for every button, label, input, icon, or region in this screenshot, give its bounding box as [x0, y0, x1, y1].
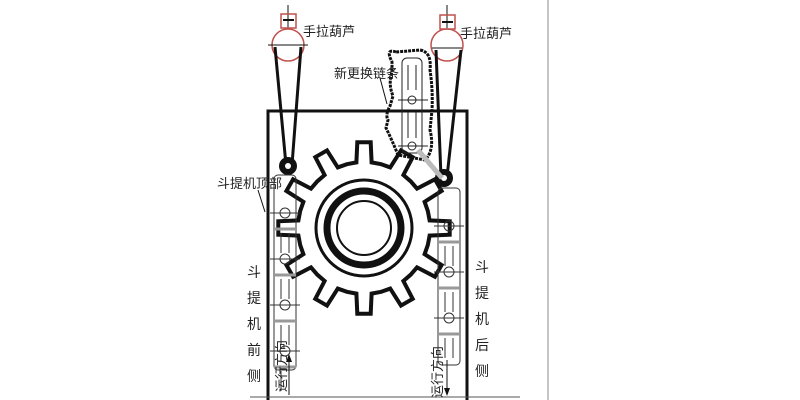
arrow-up-icon — [286, 354, 292, 395]
new-chain-link — [398, 57, 444, 180]
svg-text:侧: 侧 — [247, 369, 261, 385]
new-chain-label: 新更换链条 — [334, 66, 399, 82]
svg-text:提: 提 — [247, 291, 261, 307]
svg-text:斗: 斗 — [475, 260, 489, 276]
head-sprocket — [276, 140, 452, 316]
rear-side-label: 斗 提 机 后 侧 — [475, 260, 489, 380]
svg-text:斗: 斗 — [247, 265, 261, 281]
hoist-chain-right — [434, 49, 463, 178]
arrow-down-icon — [444, 360, 450, 396]
svg-text:后: 后 — [475, 338, 489, 354]
svg-text:机: 机 — [475, 312, 489, 328]
sprocket-hub-mid — [323, 187, 405, 269]
svg-text:前: 前 — [247, 342, 261, 359]
svg-text:机: 机 — [247, 317, 261, 333]
svg-text:提: 提 — [475, 286, 489, 302]
front-side-label: 斗 提 机 前 侧 — [247, 265, 261, 385]
sprocket-hub-outer — [314, 178, 414, 278]
sprocket-hub-inner — [336, 200, 392, 256]
hoist-left-label: 手拉葫芦 — [303, 25, 355, 40]
top-leader — [257, 189, 266, 213]
elevator-housing — [266, 109, 469, 400]
bucket-chain-left — [270, 174, 300, 391]
bucket-chain-right — [434, 187, 464, 366]
elevator-top-label: 斗提机顶部 — [217, 176, 282, 192]
hoist-chain-left — [273, 46, 303, 166]
new-chain-outline — [384, 48, 434, 162]
svg-text:侧: 侧 — [475, 364, 489, 380]
new-chain-leader — [379, 77, 388, 105]
hoist-right-label: 手拉葫芦 — [460, 27, 512, 42]
hoist-right — [430, 5, 464, 62]
direction-right-label: 运行方向 — [430, 346, 446, 398]
direction-left-label: 运行方向 — [274, 340, 290, 392]
hoist-left — [268, 5, 308, 62]
